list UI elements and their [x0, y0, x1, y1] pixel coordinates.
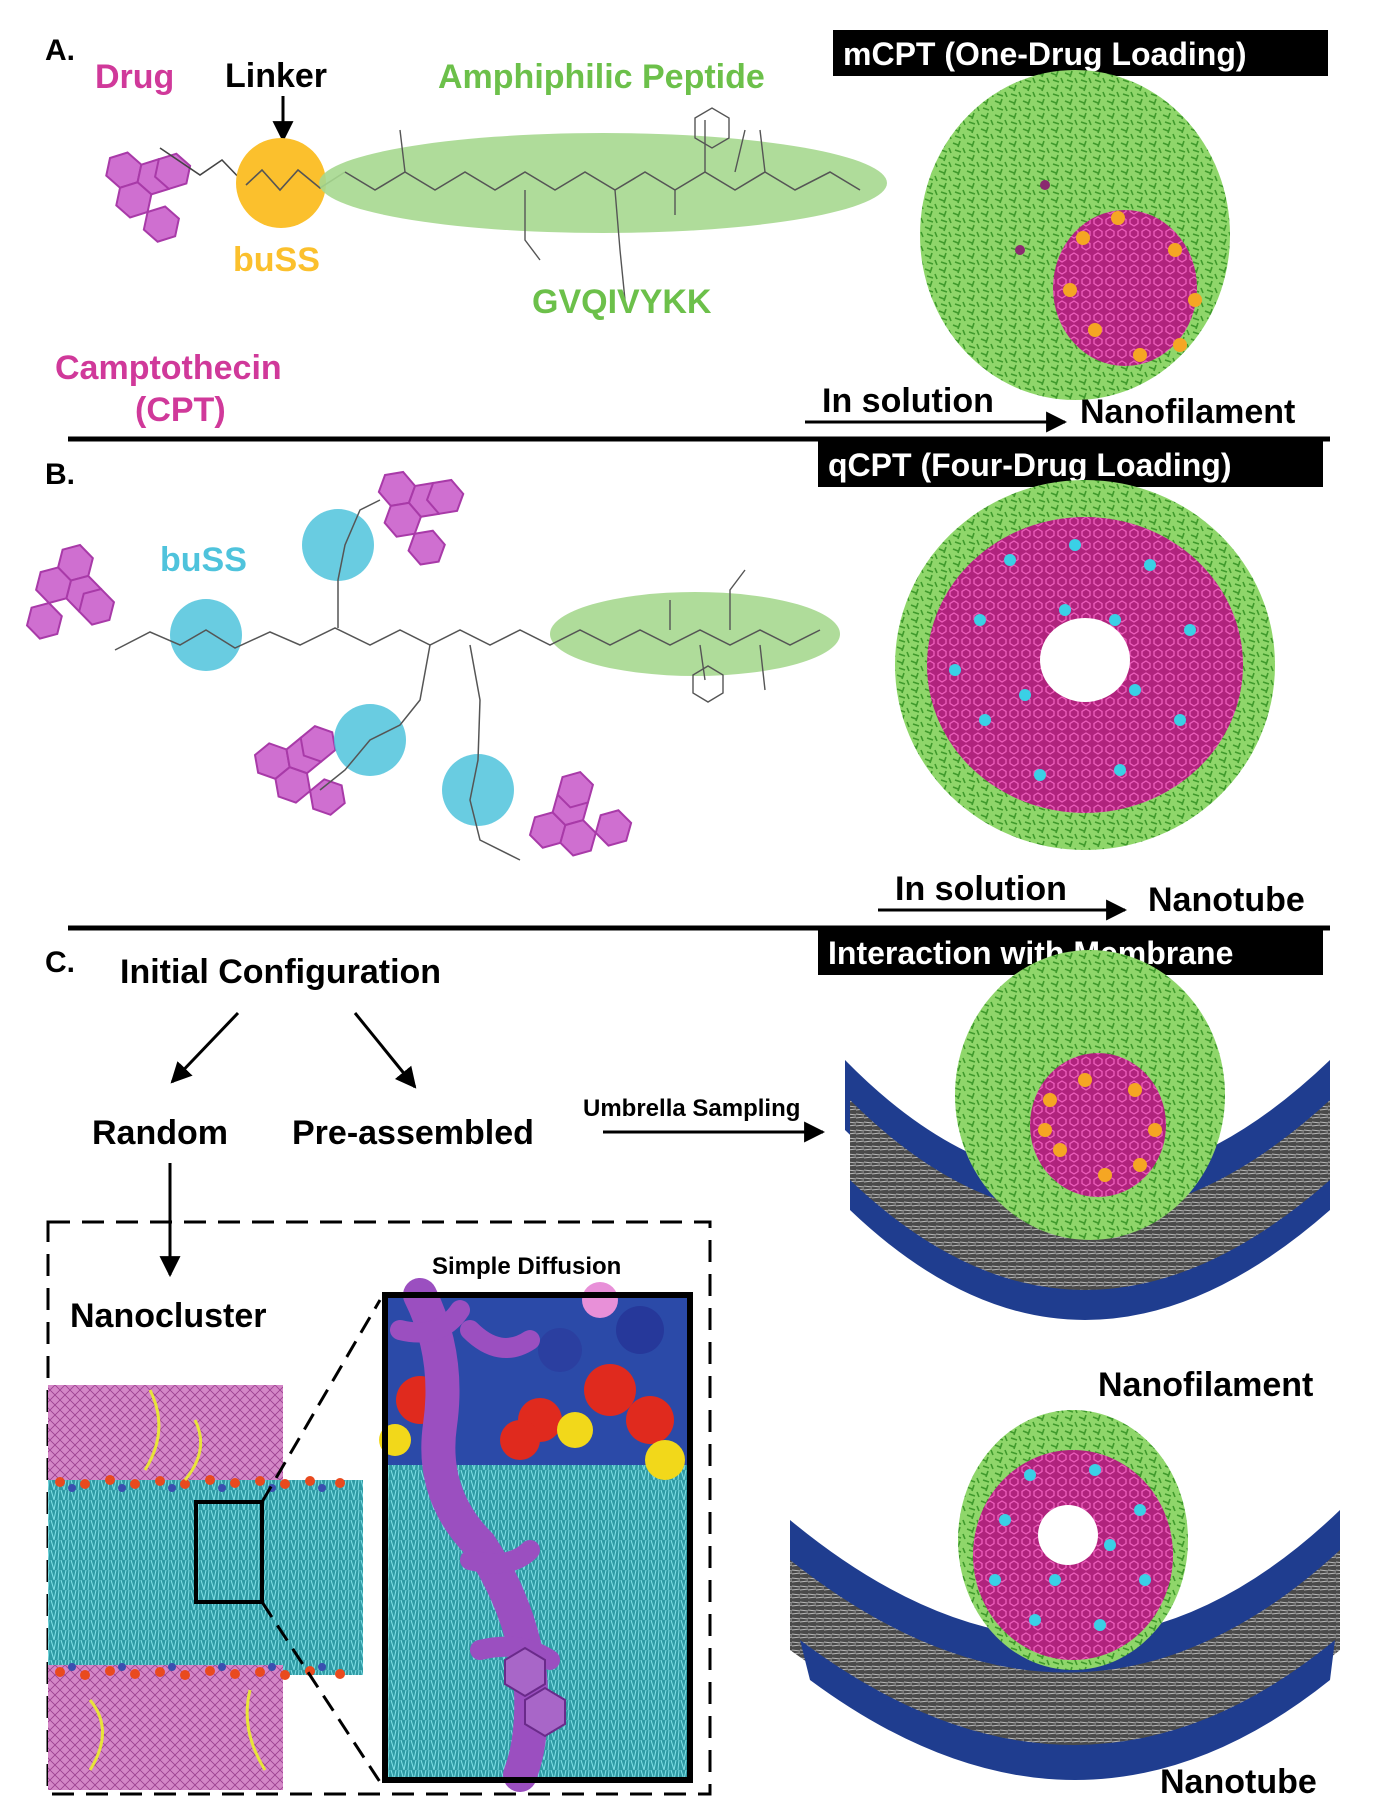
peptide-sequence: GVQIVYKK	[532, 283, 712, 321]
product-label-b: Nanotube	[1148, 881, 1305, 919]
linker-name-b: buSS	[160, 541, 247, 579]
membrane-nanotube-render	[790, 1410, 1340, 1780]
result-label-nanofilament: Nanofilament	[1098, 1366, 1313, 1404]
panel-a: A. Drug Linker Amphiphilic Peptide buSS …	[45, 30, 1330, 442]
process-label-b: In solution	[895, 870, 1067, 908]
linker-name-a: buSS	[233, 241, 320, 279]
random-label: Random	[92, 1114, 228, 1152]
process-label-a: In solution	[822, 382, 994, 420]
panel-b-letter: B.	[45, 458, 75, 491]
banner-qcpt-text: qCPT (Four-Drug Loading)	[828, 447, 1231, 483]
banner-qcpt	[818, 441, 1323, 487]
peptide-backbone-a	[344, 171, 861, 191]
tyrosine-ring-a	[694, 107, 730, 149]
simple-diffusion-label: Simple Diffusion	[432, 1253, 621, 1280]
nanocluster-render	[48, 1385, 363, 1790]
drug-name-line1: Camptothecin	[55, 349, 282, 387]
membrane-nanofilament-render	[845, 950, 1330, 1320]
initial-config-label: Initial Configuration	[120, 953, 441, 991]
drug-label: Drug	[95, 58, 174, 96]
nanocluster-label: Nanocluster	[70, 1297, 267, 1335]
product-label-a: Nanofilament	[1080, 393, 1295, 431]
peptide-sidechains-a	[399, 120, 766, 301]
simple-diffusion-render	[379, 1278, 693, 1792]
preassembled-label: Pre-assembled	[292, 1114, 534, 1152]
panel-c-letter: C.	[45, 946, 75, 979]
zoom-line-top	[260, 1299, 382, 1503]
panel-a-letter: A.	[45, 34, 75, 67]
nanofilament-render-a	[920, 70, 1230, 400]
panel-b: B. qCPT (Four-Drug Loading) buSS	[9, 441, 1330, 931]
result-label-nanotube: Nanotube	[1160, 1763, 1317, 1801]
ester-bond-a	[159, 147, 247, 186]
qcpt-molecule	[9, 457, 840, 887]
arrow-to-random	[170, 1011, 240, 1084]
drug-name-line2: (CPT)	[135, 391, 226, 429]
banner-mcpt-text: mCPT (One-Drug Loading)	[843, 36, 1247, 72]
peptide-label: Amphiphilic Peptide	[438, 58, 765, 96]
linker-circle-buss	[236, 138, 326, 228]
zoom-region-box	[194, 1500, 264, 1604]
zoom-line-bottom	[260, 1601, 382, 1783]
cpt-molecule-a	[94, 139, 193, 247]
linker-label: Linker	[225, 57, 327, 95]
banner-mcpt	[833, 30, 1328, 76]
arrow-to-preassembled	[353, 1012, 417, 1089]
nanotube-render-b	[895, 480, 1275, 850]
panel-c: C. Initial Configuration Random Pre-asse…	[45, 929, 1340, 1801]
umbrella-sampling-label: Umbrella Sampling	[583, 1095, 800, 1122]
zoom-frame	[382, 1292, 693, 1783]
